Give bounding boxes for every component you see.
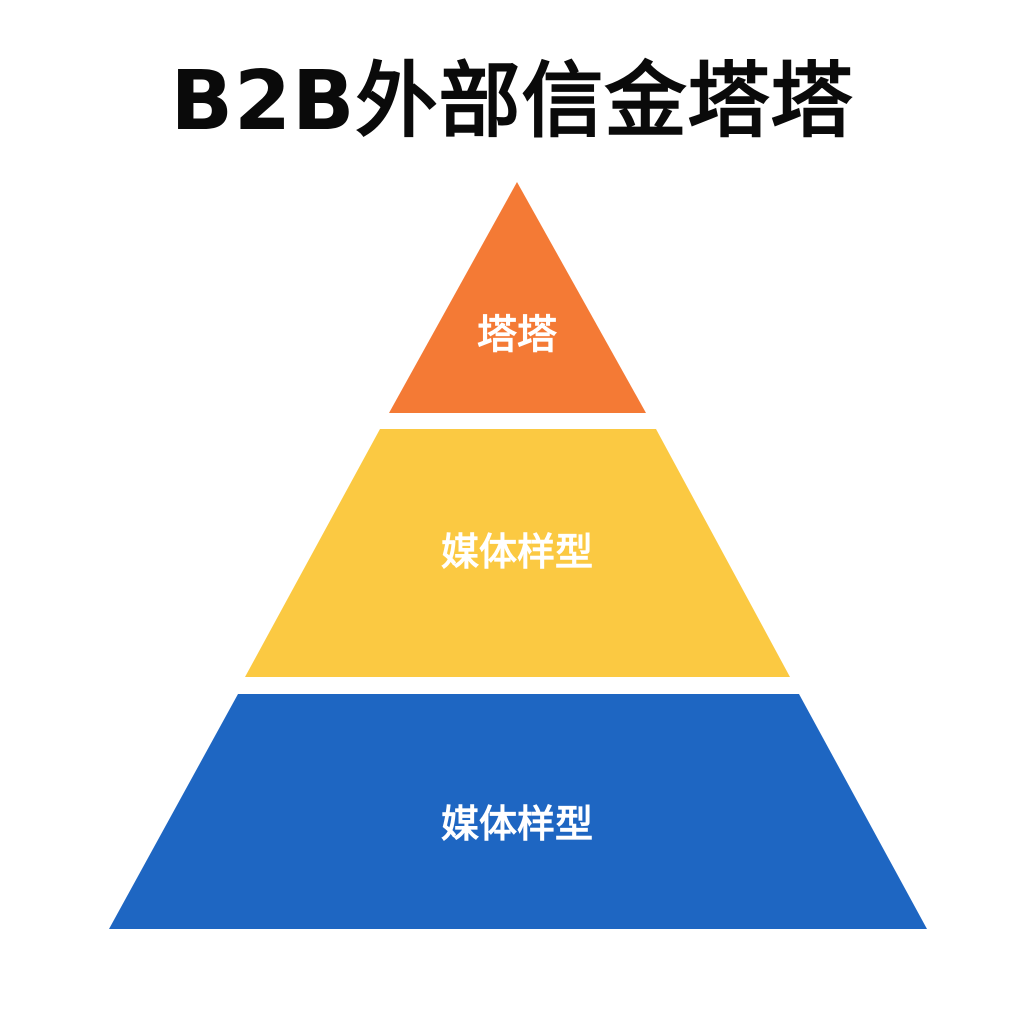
pyramid-tier-top: [389, 182, 646, 413]
pyramid-tier-top-label: 塔塔: [477, 312, 558, 358]
page-title: B2B外部信金塔塔: [170, 54, 854, 149]
pyramid-tier-bottom: [109, 694, 927, 929]
pyramid-tier-middle: [245, 429, 790, 677]
pyramid-tier-bottom-label: 媒体样型: [441, 802, 593, 846]
pyramid-tier-middle-label: 媒体样型: [441, 530, 593, 574]
